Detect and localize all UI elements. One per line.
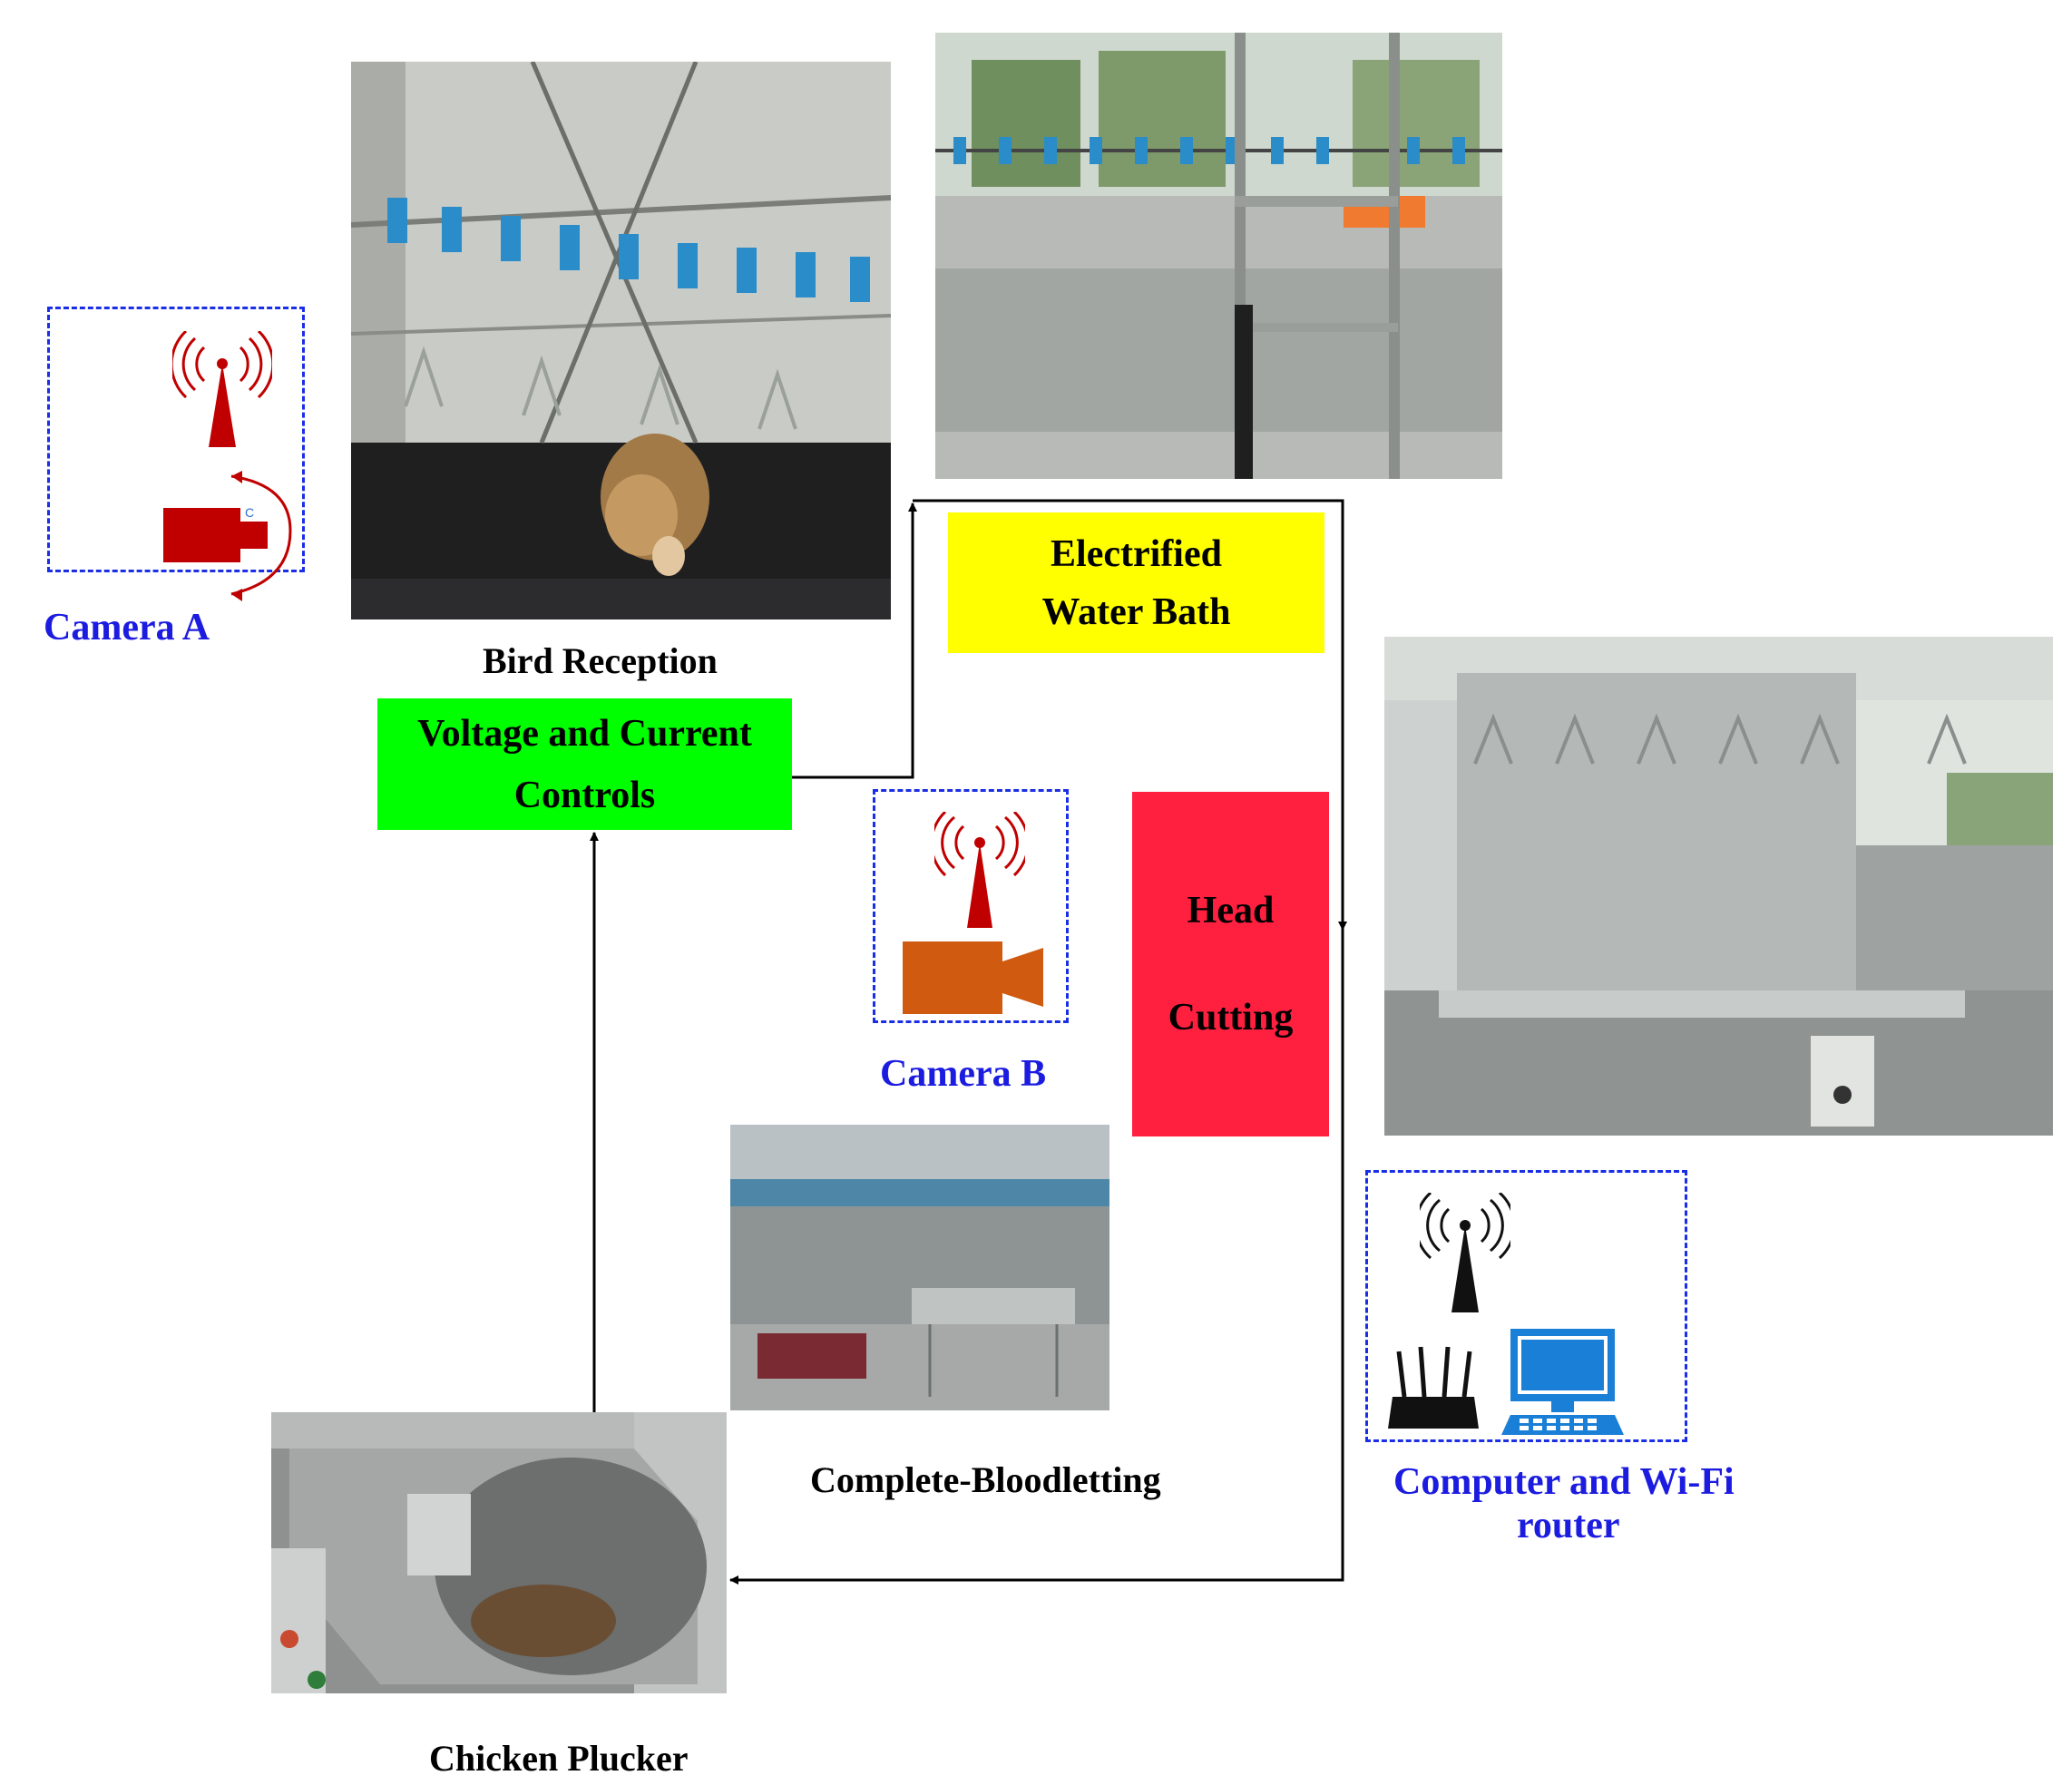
arrow-head-cutting-to-plucker xyxy=(729,930,1344,1585)
camera-a-group xyxy=(47,307,305,572)
computer-router-group xyxy=(1365,1170,1687,1442)
camera-b-icon xyxy=(903,941,1043,1014)
complete-bloodletting-label: Complete-Bloodletting xyxy=(810,1459,1161,1500)
camera-a-small-letter: C xyxy=(245,505,254,520)
camera-b-antenna-icon xyxy=(934,812,1025,928)
computer-router-label-line1: Computer and Wi-Fi xyxy=(1393,1461,1735,1503)
camera-a-icon: C xyxy=(163,471,292,601)
router-icon xyxy=(1388,1346,1479,1429)
computer-icon xyxy=(1501,1329,1624,1435)
electrified-water-bath-box: Electrified Water Bath xyxy=(948,512,1324,653)
head-cutting-line1: Head xyxy=(1187,890,1275,932)
bird-reception-label: Bird Reception xyxy=(483,640,718,681)
water-bath-line1: Electrified xyxy=(1051,532,1222,575)
camera-b-group xyxy=(873,789,1069,1023)
voltage-box-line2: Controls xyxy=(513,774,656,816)
computer-router-label-line2: router xyxy=(1517,1505,1620,1546)
arrow-water-bath-to-head-cutting xyxy=(913,499,1347,931)
complete-bloodletting-photo xyxy=(730,1125,1109,1410)
head-cutting-photo xyxy=(1384,637,2053,1136)
head-cutting-line2: Cutting xyxy=(1168,997,1294,1039)
camera-a-label: Camera A xyxy=(44,607,210,649)
voltage-current-controls-box: Voltage and Current Controls xyxy=(377,698,792,830)
bird-reception-photo xyxy=(351,62,891,619)
water-bath-line2: Water Bath xyxy=(1041,590,1231,633)
water-bath-photo xyxy=(935,33,1502,479)
voltage-box-line1: Voltage and Current xyxy=(417,712,752,755)
chicken-plucker-label: Chicken Plucker xyxy=(429,1738,689,1779)
camera-a-antenna-icon xyxy=(172,331,272,447)
camera-b-label: Camera B xyxy=(880,1053,1047,1095)
head-cutting-box: Head Cutting xyxy=(1132,792,1329,1136)
chicken-plucker-photo xyxy=(271,1412,727,1693)
wifi-antenna-icon xyxy=(1420,1193,1510,1312)
arrow-voltage-to-water-bath xyxy=(792,502,917,779)
